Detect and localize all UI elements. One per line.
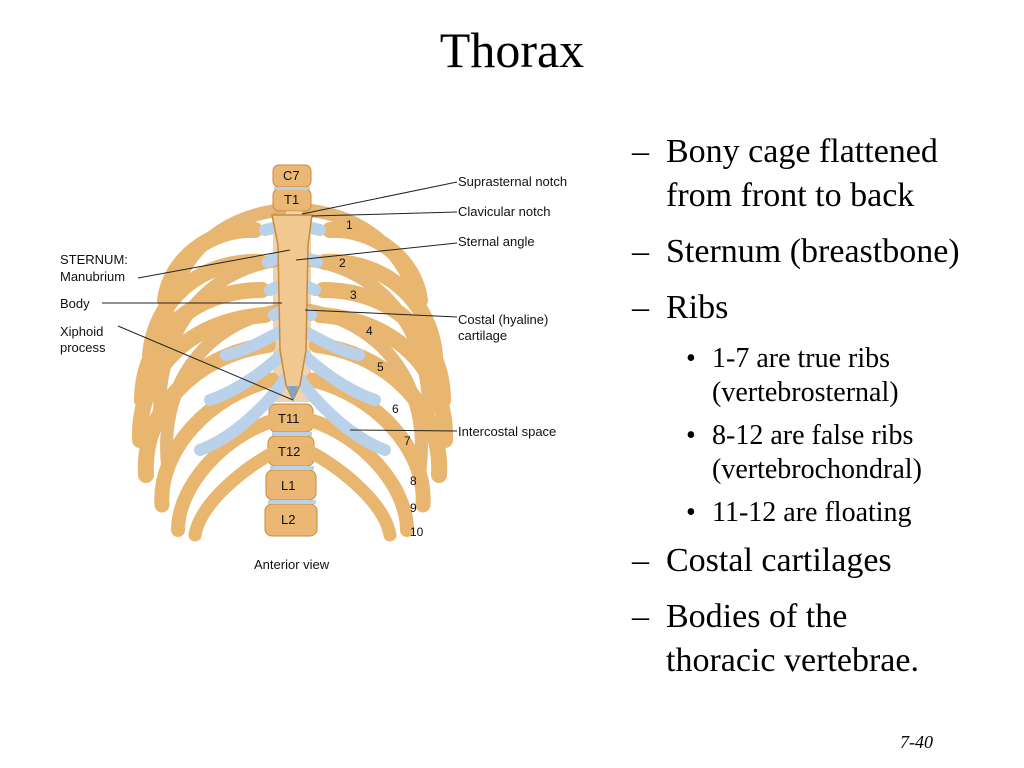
label-anterior-view: Anterior view: [254, 557, 330, 572]
sub-bullet-item: • 1-7 are true ribs (vertebrosternal): [686, 343, 899, 408]
rib-cage-drawing: [102, 164, 458, 542]
sub-bullet-text: (vertebrosternal): [712, 377, 899, 408]
sub-bullet-text: (vertebrochondral): [712, 454, 922, 485]
label-xiphoid: Xiphoid: [60, 324, 104, 339]
label-sternal-angle: Sternal angle: [458, 234, 535, 249]
vertebra-label: T12: [278, 444, 301, 459]
vertebra-label: T11: [278, 411, 300, 426]
vertebra-label: L1: [281, 478, 296, 493]
bullet-item: – Costal cartilages: [632, 542, 892, 579]
page-number: 7-40: [900, 732, 933, 752]
sub-bullet-text: 8-12 are false ribs: [712, 420, 914, 451]
rib-number: 9: [410, 501, 417, 515]
vertebra-label: C7: [283, 168, 300, 183]
rib-number: 10: [410, 525, 424, 539]
bullet-text: Costal cartilages: [666, 542, 892, 579]
sub-bullet-text: 11-12 are floating: [712, 497, 912, 528]
rib-number: 5: [377, 360, 384, 374]
rib-number: 8: [410, 474, 417, 488]
bullet-text: Ribs: [666, 289, 729, 326]
rib-number: 2: [339, 256, 346, 270]
sub-bullet-item: • 11-12 are floating: [686, 497, 912, 528]
label-intercostal-space: Intercostal space: [458, 424, 557, 439]
bullet-item: – Sternum (breastbone): [632, 233, 960, 270]
slide-title: Thorax: [439, 22, 585, 78]
bullet-text: Bony cage flattened: [666, 133, 938, 170]
bullet-text: Bodies of the: [666, 598, 848, 635]
rib-number: 6: [392, 402, 399, 416]
label-cartilage: cartilage: [458, 328, 508, 343]
bullet-text: thoracic vertebrae.: [666, 642, 919, 679]
label-manubrium: Manubrium: [60, 269, 126, 284]
label-costal: Costal (hyaline): [458, 312, 549, 327]
vertebra-label: L2: [281, 512, 296, 527]
bullet-item: – Ribs: [632, 289, 729, 326]
bullet-item: – Bony cage flattened from front to back: [632, 133, 938, 214]
bullet-text: Sternum (breastbone): [666, 233, 960, 270]
rib-number: 1: [346, 218, 353, 232]
label-clavicular-notch: Clavicular notch: [458, 204, 551, 219]
label-sternum: STERNUM:: [60, 252, 128, 267]
label-body: Body: [60, 296, 90, 311]
vertebra-label: T1: [284, 192, 300, 207]
sub-bullet-item: • 8-12 are false ribs (vertebrochondral): [686, 420, 922, 485]
bullet-text: from front to back: [666, 177, 915, 214]
rib-number: 4: [366, 324, 373, 338]
thorax-illustration: Suprasternal notch Clavicular notch Ster…: [50, 150, 610, 590]
rib-number: 3: [350, 288, 357, 302]
bullet-item: – Bodies of the thoracic vertebrae.: [632, 598, 919, 679]
rib-number: 7: [404, 434, 411, 448]
label-suprasternal-notch: Suprasternal notch: [458, 174, 568, 189]
bullet-list: – Bony cage flattened from front to back…: [632, 130, 1022, 695]
sub-bullet-text: 1-7 are true ribs: [712, 343, 891, 374]
label-process: process: [60, 340, 106, 355]
